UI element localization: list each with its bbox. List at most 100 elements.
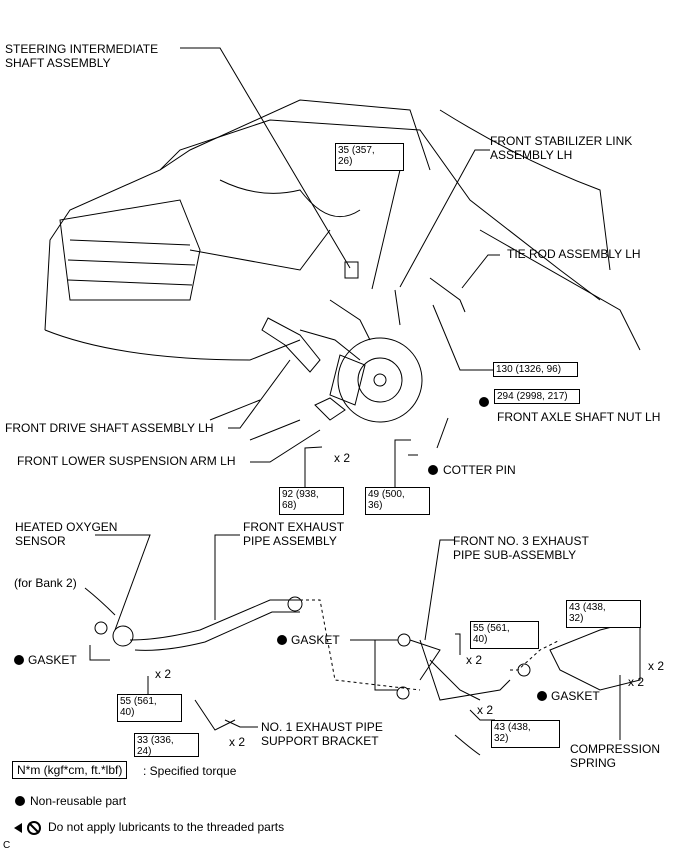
- headlight: [189, 229, 331, 271]
- label-compression-spring: COMPRESSION SPRING: [570, 742, 661, 770]
- lower-arm: [314, 397, 346, 421]
- label-front-exhaust-pipe: FRONT EXHAUST PIPE ASSEMBLY: [243, 520, 345, 548]
- no-lube-icon: [14, 821, 41, 835]
- label-tie-rod: TIE ROD ASSEMBLY LH: [507, 247, 641, 261]
- multiplier-no3-bottom: x 2: [477, 703, 494, 717]
- bracket-shape: [194, 699, 236, 731]
- legend-nonreusable: Non-reusable part: [30, 794, 127, 808]
- label-steering-shaft: STEERING INTERMEDIATE SHAFT ASSEMBLY: [5, 42, 159, 70]
- exhaust-dashed-link: [300, 599, 421, 691]
- no3-pipe-lower: [429, 659, 481, 701]
- label-o2-sensor: HEATED OXYGEN SENSOR: [15, 520, 118, 548]
- torque-right: 43 (438, 32): [566, 600, 641, 628]
- label-drive-shaft: FRONT DRIVE SHAFT ASSEMBLY LH: [5, 421, 214, 435]
- nonreusable-dot: [14, 655, 24, 665]
- torque-no3-bottom: 43 (438, 32): [491, 720, 560, 748]
- label-support-bracket: NO. 1 EXHAUST PIPE SUPPORT BRACKET: [261, 720, 383, 748]
- no3-flange: [409, 639, 441, 681]
- label-axle-nut: FRONT AXLE SHAFT NUT LH: [497, 410, 661, 424]
- hood-outline: [44, 119, 601, 331]
- leader-bracket: [224, 719, 258, 728]
- engine-detail: [219, 179, 361, 218]
- drive-shaft-axis: [299, 329, 361, 361]
- multiplier-right-top: x 2: [648, 659, 665, 673]
- label-bank: (for Bank 2): [14, 576, 77, 590]
- torque-no3-top: 55 (561, 40): [470, 621, 539, 649]
- gasket-ring-mid-bot: [396, 686, 410, 700]
- label-gasket-left: GASKET: [28, 653, 77, 667]
- leader-driveshaft: [228, 359, 291, 429]
- nonreusable-dot: [428, 465, 438, 475]
- nonreusable-dot: [479, 397, 489, 407]
- torque-bracket: 33 (336, 24): [134, 733, 199, 757]
- fender-line: [479, 229, 641, 351]
- multiplier-bracket: x 2: [229, 735, 246, 749]
- corner-mark: C: [3, 840, 11, 851]
- label-lower-arm: FRONT LOWER SUSPENSION ARM LH: [17, 454, 236, 468]
- exhaust-flange-right: [287, 596, 303, 612]
- steering-joint: [344, 261, 359, 279]
- exhaust-flange: [112, 625, 134, 647]
- legend-torque-text: : Specified torque: [143, 764, 237, 778]
- steering-rack: [329, 299, 371, 341]
- muffler: [549, 619, 641, 691]
- leader-stab-torque: [371, 157, 401, 290]
- leader-o2: [95, 534, 151, 631]
- leader-tierod: [461, 254, 500, 289]
- leader-arm-torque: [304, 446, 323, 488]
- torque-lower-arm: 92 (938, 68): [279, 487, 344, 515]
- brake-disc: [337, 337, 423, 423]
- engine-bay-edge: [159, 99, 431, 171]
- leader-axle: [436, 417, 449, 449]
- legend-no-lube: Do not apply lubricants to the threaded …: [48, 820, 285, 834]
- caliper: [329, 354, 366, 406]
- grille: [59, 199, 201, 301]
- windshield: [439, 109, 611, 271]
- label-cotter-pin: COTTER PIN: [443, 463, 516, 477]
- hub: [357, 357, 403, 403]
- leader-cotter-torque: [394, 439, 411, 488]
- torque-exhaust-left: 55 (561, 40): [117, 694, 182, 722]
- stab-link: [394, 289, 401, 326]
- label-stabilizer-link: FRONT STABILIZER LINK ASSEMBLY LH: [490, 134, 633, 162]
- bumper-outline: [44, 329, 301, 361]
- torque-tie-rod: 130 (1326, 96): [493, 362, 578, 377]
- o2-wire: [84, 587, 116, 616]
- torque-cotter: 49 (500, 36): [365, 487, 430, 515]
- label-gasket-right: GASKET: [551, 689, 600, 703]
- hub-center: [373, 373, 387, 387]
- legend-torque-unit: N*m (kgf*cm, ft.*lbf): [12, 761, 128, 779]
- leader-no3-top: [455, 633, 461, 655]
- exhaust-pipe-top: [129, 599, 300, 641]
- multiplier-exhaust-left: x 2: [155, 667, 172, 681]
- gasket-ring-left: [94, 621, 108, 635]
- label-gasket-middle: GASKET: [291, 633, 340, 647]
- leader-tierod-torque: [432, 304, 493, 371]
- drive-shaft-body: [261, 317, 321, 373]
- torque-axle-nut: 294 (2998, 217): [494, 389, 580, 404]
- leader-gasket-left: [89, 645, 110, 661]
- torque-stabilizer: 35 (357, 26): [335, 143, 404, 171]
- no3-pipe: [419, 639, 511, 701]
- right-dashed-link: [510, 639, 561, 671]
- nonreusable-dot: [537, 691, 547, 701]
- splash-detail: [209, 399, 301, 441]
- label-no3-exhaust-pipe: FRONT NO. 3 EXHAUST PIPE SUB-ASSEMBLY: [453, 534, 589, 562]
- leader-gasket-mid: [350, 639, 398, 691]
- gasket-ring-mid-top: [397, 633, 411, 647]
- grille-slats: [67, 239, 196, 286]
- lower-o2-wire: [454, 734, 481, 756]
- multiplier-lower-arm: x 2: [334, 451, 351, 465]
- leader-exhaust: [214, 534, 240, 620]
- leader-lowerarm: [250, 429, 321, 463]
- gasket-ring-right: [517, 663, 531, 677]
- multiplier-right-bottom: x 2: [628, 675, 645, 689]
- leader-no3-bot: [469, 709, 495, 721]
- leader-steering: [180, 47, 351, 269]
- leader-no3: [424, 539, 455, 641]
- nonreusable-dot: [15, 796, 25, 806]
- exhaust-pipe-bottom: [134, 611, 300, 651]
- leader-stab: [399, 149, 490, 288]
